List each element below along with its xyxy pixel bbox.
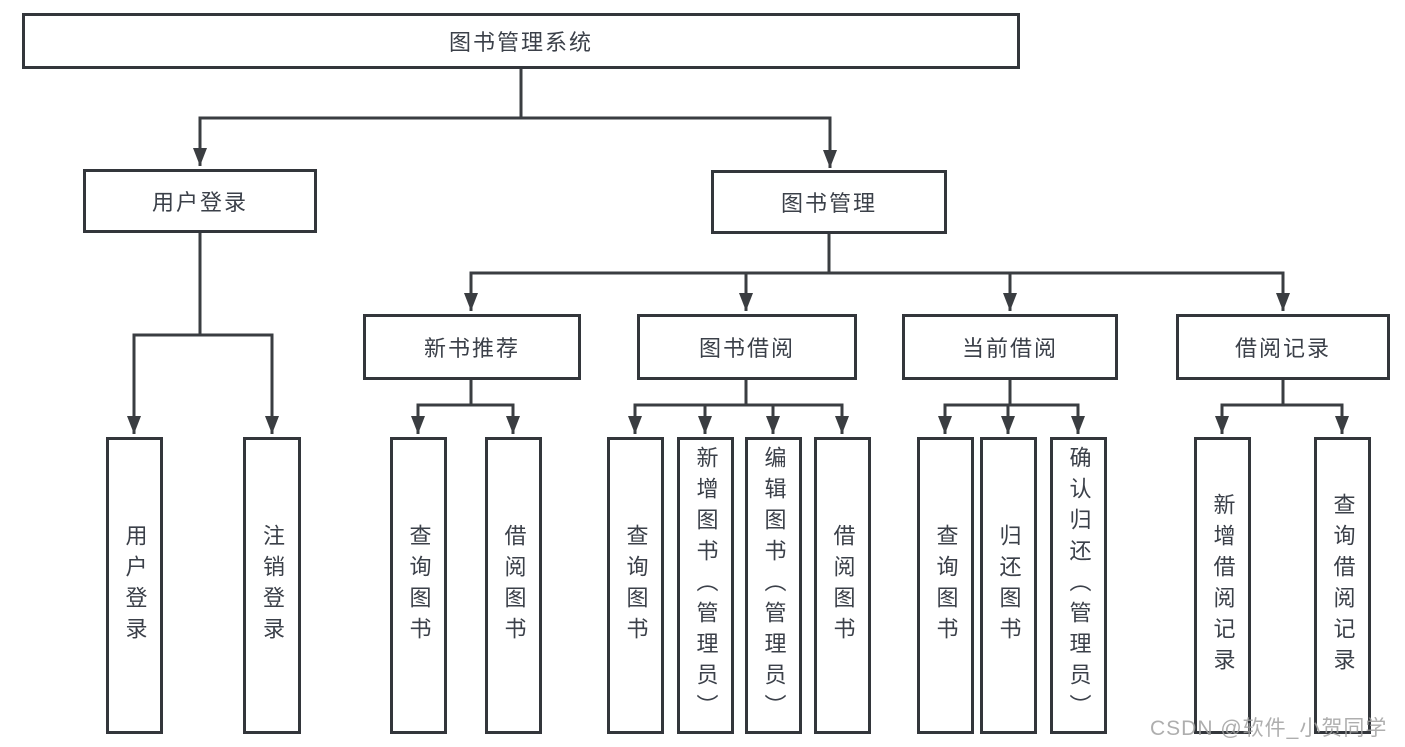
node-user-login: 用户登录 [83, 169, 317, 233]
node-book-borrow: 图书借阅 [637, 314, 857, 380]
node-book-management: 图书管理 [711, 170, 947, 234]
node-label: 图书借阅 [698, 336, 795, 361]
connectors-root [193, 69, 837, 168]
leaf-query-books-borrow: 查询图书 [607, 437, 664, 734]
leaf-return-book: 归还图书 [980, 437, 1037, 734]
node-label: 查询借阅记录 [1330, 492, 1356, 679]
node-label: 归还图书 [996, 523, 1022, 648]
connectors-current-borrow [938, 380, 1085, 434]
node-label: 编辑图书（管理员） [761, 446, 787, 725]
leaf-add-borrow-record: 新增借阅记录 [1194, 437, 1251, 734]
node-label: 借阅图书 [501, 523, 527, 648]
node-label: 查询图书 [623, 523, 649, 648]
leaf-edit-book-admin: 编辑图书（管理员） [745, 437, 802, 734]
leaf-logout: 注销登录 [243, 437, 301, 734]
csdn-watermark: CSDN @软件_小贺同学 [1150, 717, 1388, 740]
leaf-borrow-books-recommend: 借阅图书 [485, 437, 542, 734]
node-label: 新书推荐 [423, 336, 520, 361]
node-label: 查询图书 [406, 523, 432, 648]
connectors-borrow-record [1215, 380, 1349, 434]
node-label: 新增借阅记录 [1210, 492, 1236, 679]
node-current-borrow: 当前借阅 [902, 314, 1118, 380]
node-label: 借阅图书 [830, 523, 856, 648]
leaf-borrow-books: 借阅图书 [814, 437, 871, 734]
node-label: 用户登录 [151, 190, 248, 215]
node-label: 当前借阅 [961, 336, 1058, 361]
connectors-user-login [127, 233, 279, 434]
connectors-book-management [464, 234, 1290, 311]
leaf-confirm-return-admin: 确认归还（管理员） [1050, 437, 1107, 734]
node-borrow-record: 借阅记录 [1176, 314, 1390, 380]
node-new-book-recommend: 新书推荐 [363, 314, 581, 380]
node-label: 用户登录 [122, 523, 148, 648]
leaf-query-books-current: 查询图书 [917, 437, 974, 734]
node-label: 注销登录 [260, 523, 285, 648]
node-label: 图书管理 [780, 191, 877, 216]
node-label: 图书管理系统 [448, 30, 593, 55]
node-library-system-root: 图书管理系统 [22, 13, 1020, 69]
connectors-new-book [411, 380, 520, 434]
node-label: 查询图书 [933, 523, 959, 648]
node-label: 借阅记录 [1234, 336, 1331, 361]
leaf-query-borrow-record: 查询借阅记录 [1314, 437, 1371, 734]
connectors-book-borrow [628, 380, 849, 434]
node-label: 新增图书（管理员） [693, 446, 719, 725]
leaf-add-book-admin: 新增图书（管理员） [677, 437, 734, 734]
leaf-query-books-recommend: 查询图书 [390, 437, 447, 734]
node-label: 确认归还（管理员） [1066, 446, 1092, 725]
leaf-user-login: 用户登录 [106, 437, 163, 734]
